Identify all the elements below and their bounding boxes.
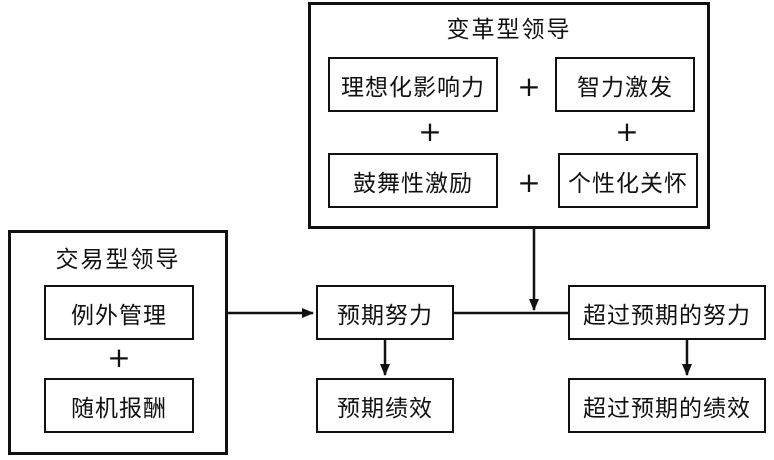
beyond-expected-effort-box: 超过预期的努力 (568, 285, 766, 340)
contingent-reward-box: 随机报酬 (44, 378, 194, 433)
expected-effort-box: 预期努力 (316, 285, 454, 340)
transformational-leadership-title: 变革型领导 (446, 17, 572, 43)
inspirational-motivation-box: 鼓舞性激励 (328, 153, 498, 208)
plus-sign: + (615, 115, 639, 148)
plus-sign: + (107, 341, 131, 374)
idealized-influence-box: 理想化影响力 (328, 57, 498, 112)
expected-performance-box: 预期绩效 (316, 378, 454, 433)
plus-sign: + (517, 166, 541, 199)
plus-sign: + (517, 70, 541, 103)
beyond-expected-performance-box: 超过预期的绩效 (568, 378, 766, 433)
individualized-consideration-box: 个性化关怀 (558, 153, 698, 208)
plus-sign: + (418, 115, 442, 148)
management-by-exception-box: 例外管理 (44, 285, 194, 340)
intellectual-stimulation-box: 智力激发 (555, 57, 695, 112)
transactional-leadership-title: 交易型领导 (55, 247, 181, 273)
